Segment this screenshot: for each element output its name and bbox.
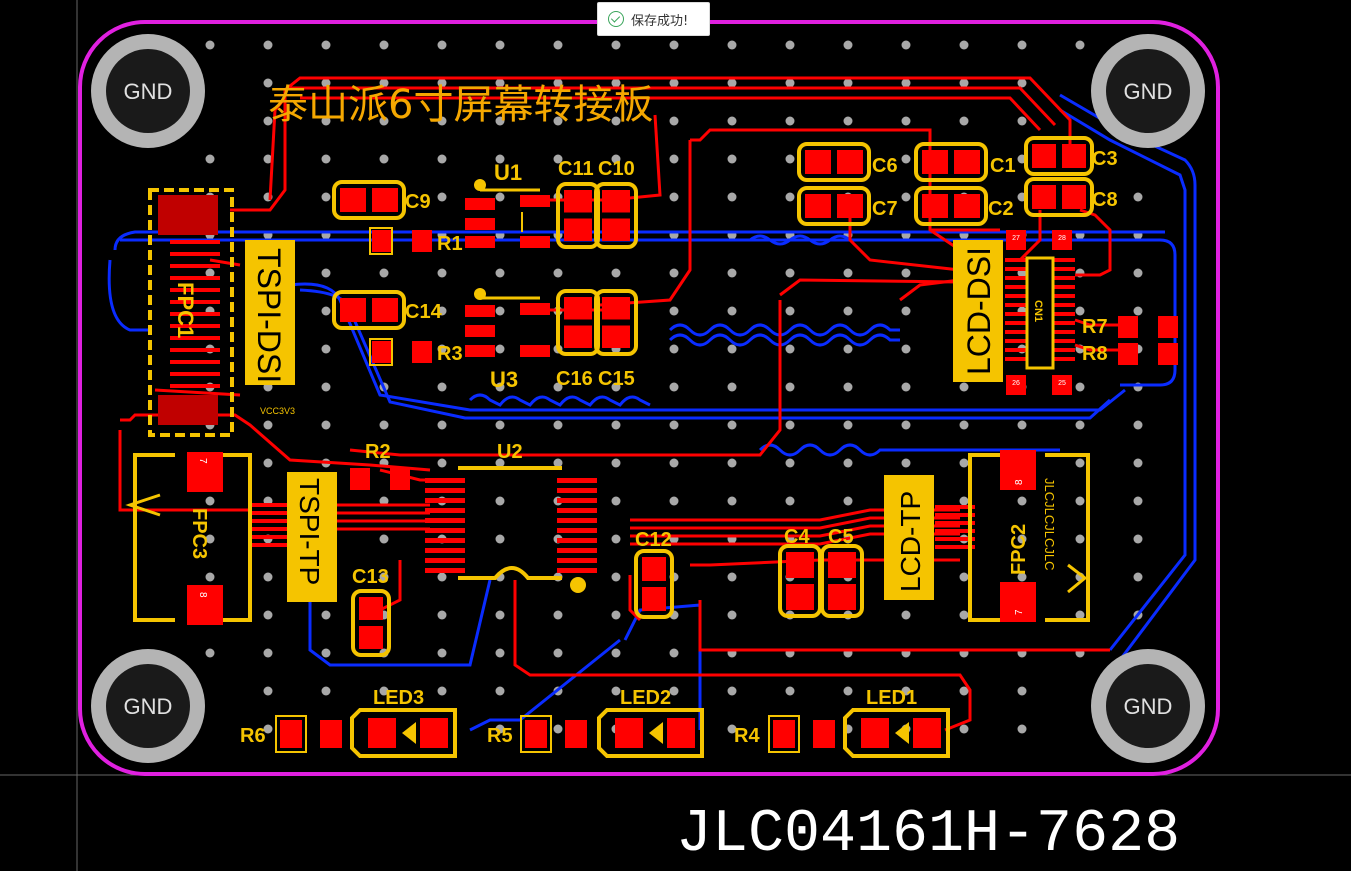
board-outline[interactable]	[78, 20, 1220, 776]
svg-text:C4: C4	[784, 526, 810, 548]
fpc2-connector[interactable]: 8 7 FPC2 JLCJLCJLCJLC	[968, 450, 1090, 622]
svg-text:FPC2: FPC2	[1008, 524, 1030, 575]
mount-hole-label: GND	[1124, 694, 1173, 719]
svg-text:8: 8	[1014, 479, 1025, 485]
svg-text:C3: C3	[1092, 148, 1118, 170]
svg-text:C15: C15	[598, 368, 635, 390]
u3-regulator[interactable]: U3	[465, 288, 550, 392]
svg-text:R1: R1	[437, 233, 463, 255]
u2-chip[interactable]	[250, 466, 975, 593]
top-copper	[118, 76, 1120, 732]
svg-text:C11: C11	[558, 158, 594, 180]
u3-label: U3	[490, 367, 518, 392]
svg-text:7: 7	[1014, 609, 1025, 615]
svg-text:R2: R2	[365, 441, 391, 463]
svg-text:26: 26	[1012, 380, 1020, 387]
svg-text:C7: C7	[872, 198, 898, 220]
toast-message: 保存成功!	[631, 13, 689, 29]
svg-text:LED3: LED3	[373, 687, 424, 709]
svg-text:R8: R8	[1082, 343, 1108, 365]
check-icon	[608, 11, 624, 27]
svg-text:VCC3V3: VCC3V3	[260, 406, 295, 416]
svg-text:C1: C1	[990, 155, 1016, 177]
fpc1-connector[interactable]: FPC1	[148, 188, 234, 437]
mount-hole-label: GND	[124, 694, 173, 719]
lcd-tp-block[interactable]: LCD-TP	[884, 475, 934, 600]
tspi-dsi-block[interactable]: TSPI-DSI	[245, 240, 295, 385]
svg-text:LED2: LED2	[620, 687, 671, 709]
svg-text:27: 27	[1012, 235, 1020, 242]
svg-text:R6: R6	[240, 725, 266, 747]
svg-text:LCD-DSI: LCD-DSI	[961, 247, 997, 375]
svg-text:C2: C2	[988, 198, 1014, 220]
svg-text:C13: C13	[352, 566, 389, 588]
mount-holes: GND GND GND GND	[91, 34, 1205, 763]
svg-text:R5: R5	[487, 725, 513, 747]
mount-hole-label: GND	[124, 79, 173, 104]
svg-text:7: 7	[197, 458, 208, 464]
lcd-dsi-block[interactable]: LCD-DSI CN1 27 28 26 25	[953, 228, 1075, 395]
svg-text:25: 25	[1058, 380, 1066, 387]
svg-text:C14: C14	[405, 301, 443, 323]
svg-text:C6: C6	[872, 155, 898, 177]
svg-text:FPC3: FPC3	[188, 508, 210, 559]
svg-text:JLCJLCJLCJLC: JLCJLCJLCJLC	[1042, 478, 1057, 570]
svg-text:8: 8	[197, 592, 208, 598]
svg-text:C9: C9	[405, 191, 431, 213]
u1-regulator[interactable]: U1	[465, 160, 550, 248]
svg-text:R4: R4	[734, 725, 760, 747]
svg-text:28: 28	[1058, 235, 1066, 242]
svg-text:C10: C10	[598, 158, 635, 180]
mount-hole-label: GND	[1124, 79, 1173, 104]
svg-text:TSPI-TP: TSPI-TP	[294, 478, 325, 585]
order-number: JLC04161H-7628	[676, 801, 1180, 869]
svg-text:C8: C8	[1092, 189, 1118, 211]
svg-text:U2: U2	[497, 441, 523, 463]
fpc3-connector[interactable]: 7 8 FPC3	[125, 452, 252, 625]
svg-text:LED1: LED1	[866, 687, 917, 709]
svg-text:C12: C12	[635, 529, 672, 551]
svg-text:C5: C5	[828, 526, 854, 548]
tspi-tp-block[interactable]: TSPI-TP	[287, 472, 337, 602]
svg-text:R3: R3	[437, 343, 463, 365]
u1-label: U1	[494, 160, 522, 185]
svg-text:C16: C16	[556, 368, 593, 390]
tspi-dsi-label: TSPI-DSI	[251, 248, 287, 383]
silk-labels: C9 R1 C14 R3 C11 C10 C16 C15 C6 C7 C1 C2…	[240, 148, 1118, 747]
board-title: 泰山派6寸屏幕转接板	[268, 82, 653, 128]
capacitor-footprints[interactable]	[332, 136, 1178, 657]
svg-text:CN1: CN1	[1032, 300, 1044, 322]
fpc1-label: FPC1	[173, 282, 198, 338]
led-footprints[interactable]	[275, 708, 950, 758]
svg-text:LCD-TP: LCD-TP	[895, 491, 926, 592]
svg-text:R7: R7	[1082, 316, 1108, 338]
save-success-toast: 保存成功!	[597, 2, 710, 36]
